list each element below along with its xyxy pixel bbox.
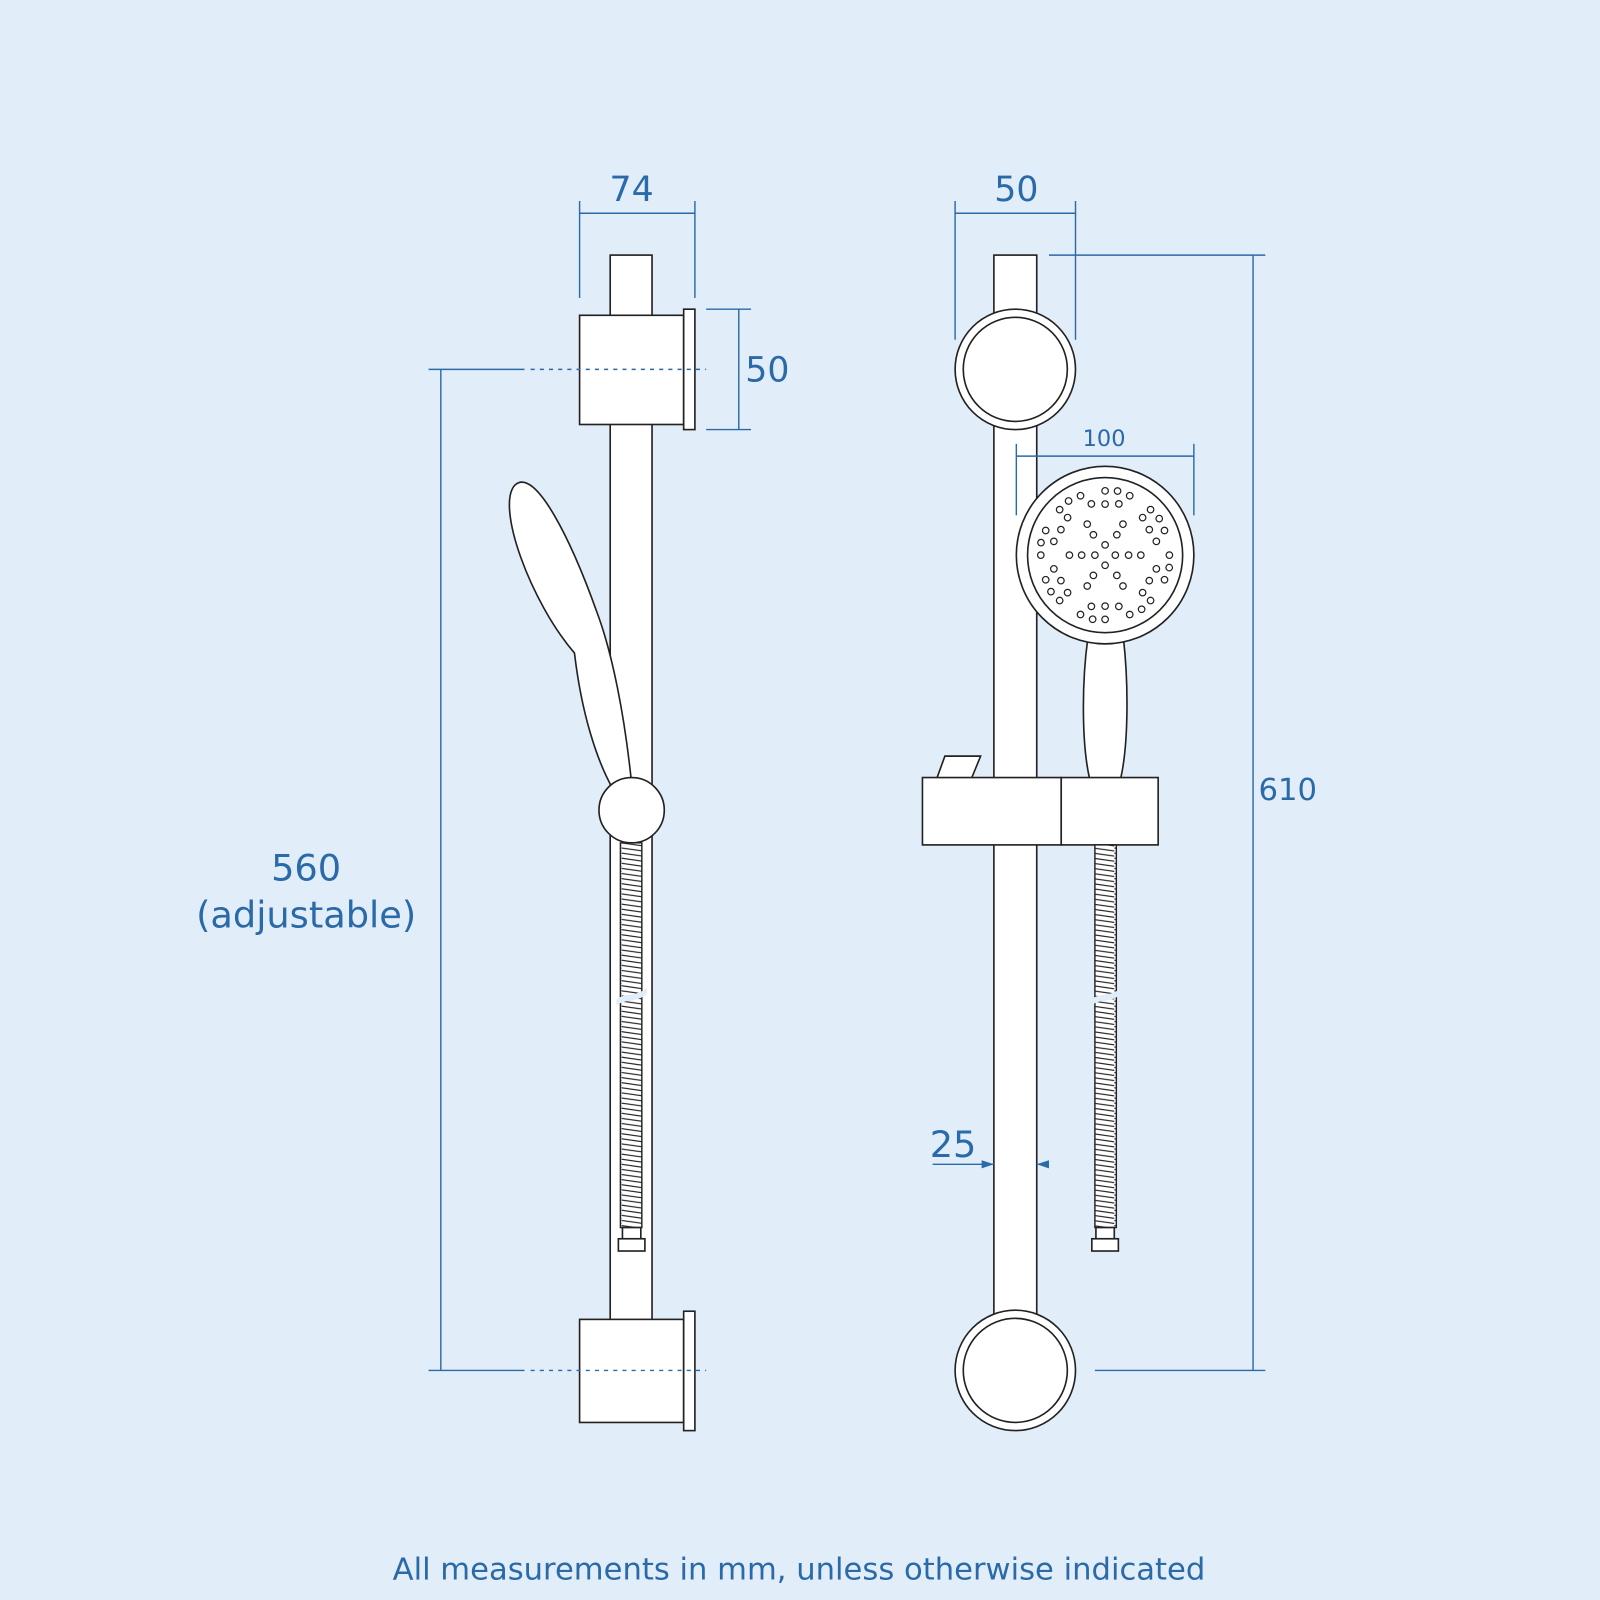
spray-hole	[1041, 575, 1050, 584]
width-74-label: 74	[610, 170, 654, 210]
spray-hole	[1111, 551, 1120, 559]
hose-break-front	[1090, 987, 1122, 1007]
hose-break-side	[616, 987, 647, 1007]
handset-holder	[1060, 776, 1159, 846]
spray-hole	[1146, 596, 1155, 605]
spray-hole	[1152, 537, 1161, 546]
spray-hole	[1101, 615, 1109, 624]
spray-hole	[1165, 551, 1174, 559]
spray-hole	[1065, 551, 1074, 559]
spray-hole	[1055, 596, 1064, 605]
spray-hole	[1089, 571, 1098, 580]
spray-hole	[1112, 530, 1121, 539]
spray-holes	[1036, 486, 1174, 624]
spray-hole	[1138, 588, 1147, 597]
bottom-bracket-inner	[962, 1317, 1069, 1424]
spray-hole	[1057, 576, 1065, 585]
spray-hole	[1137, 605, 1146, 614]
spray-hole	[1083, 582, 1092, 590]
hose-side	[619, 842, 643, 1229]
spray-hole	[1049, 564, 1058, 573]
spray-hole	[1064, 497, 1073, 505]
spray-hole	[1114, 602, 1123, 611]
spray-hole	[1101, 500, 1109, 508]
spray-hole	[1088, 615, 1097, 624]
spray-hole	[1083, 520, 1092, 529]
hose-nut-front	[1091, 1237, 1120, 1252]
spray-hole	[1057, 525, 1065, 534]
spray-hole	[1136, 551, 1145, 559]
measurement-note: All measurements in mm, unless otherwise…	[393, 1553, 1206, 1588]
spray-hole	[1077, 551, 1086, 559]
spray-hole	[1036, 551, 1045, 559]
head-diameter-label: 100	[1083, 426, 1126, 452]
spray-hole	[1101, 561, 1109, 570]
spray-hole	[1076, 491, 1085, 500]
rail-diameter-label: 25	[930, 1123, 977, 1166]
spray-hole	[1138, 513, 1147, 522]
spray-hole	[1119, 582, 1127, 590]
spray-hole	[1119, 520, 1127, 529]
spray-hole	[1160, 575, 1169, 584]
spray-hole	[1145, 576, 1154, 585]
spray-hole	[1047, 587, 1055, 596]
spray-hole	[1055, 505, 1064, 514]
spray-hole	[1091, 551, 1099, 559]
spray-hole	[1101, 602, 1109, 610]
spray-hole	[1063, 588, 1072, 597]
top-bracket-inner	[962, 316, 1069, 423]
hose-fitting-side	[621, 1226, 642, 1240]
spray-hole	[1063, 513, 1072, 522]
spray-hole	[1125, 491, 1134, 500]
spray-hole	[1125, 610, 1134, 619]
spray-hole	[1101, 541, 1109, 549]
hose-fitting-front	[1095, 1226, 1116, 1240]
spray-hole	[1087, 602, 1096, 611]
bracket-width-label: 50	[994, 170, 1038, 210]
centres-note: (adjustable)	[196, 894, 416, 937]
spray-hole	[1146, 505, 1155, 514]
spray-hole	[1037, 538, 1045, 547]
hose-nut-side	[617, 1237, 646, 1252]
spray-hole	[1076, 610, 1085, 619]
spray-hole	[1113, 487, 1122, 495]
spray-hole	[1049, 537, 1058, 546]
bracket-height-label: 50	[745, 351, 789, 391]
slider-clip	[935, 755, 982, 780]
front-view: 50 100 610 25	[921, 170, 1317, 1432]
spray-hole	[1089, 530, 1098, 539]
slider-body	[921, 776, 1063, 846]
slider-ball	[598, 776, 666, 844]
spray-hole	[1124, 551, 1133, 559]
spray-hole	[1041, 526, 1050, 535]
spray-hole	[1114, 499, 1123, 508]
spray-hole	[1145, 525, 1154, 534]
side-view: 74 50 560 (adjustable)	[196, 170, 789, 1432]
spray-hole	[1101, 486, 1109, 495]
overall-height-label: 610	[1259, 773, 1317, 808]
centres-label: 560	[271, 847, 341, 890]
spray-hole	[1152, 564, 1161, 573]
spray-hole	[1160, 526, 1169, 535]
spray-hole	[1087, 499, 1096, 508]
hose-front	[1094, 844, 1118, 1229]
spray-hole	[1165, 563, 1174, 572]
handset-handle	[1082, 637, 1128, 781]
spray-hole	[1155, 514, 1164, 523]
spray-hole	[1112, 571, 1121, 580]
